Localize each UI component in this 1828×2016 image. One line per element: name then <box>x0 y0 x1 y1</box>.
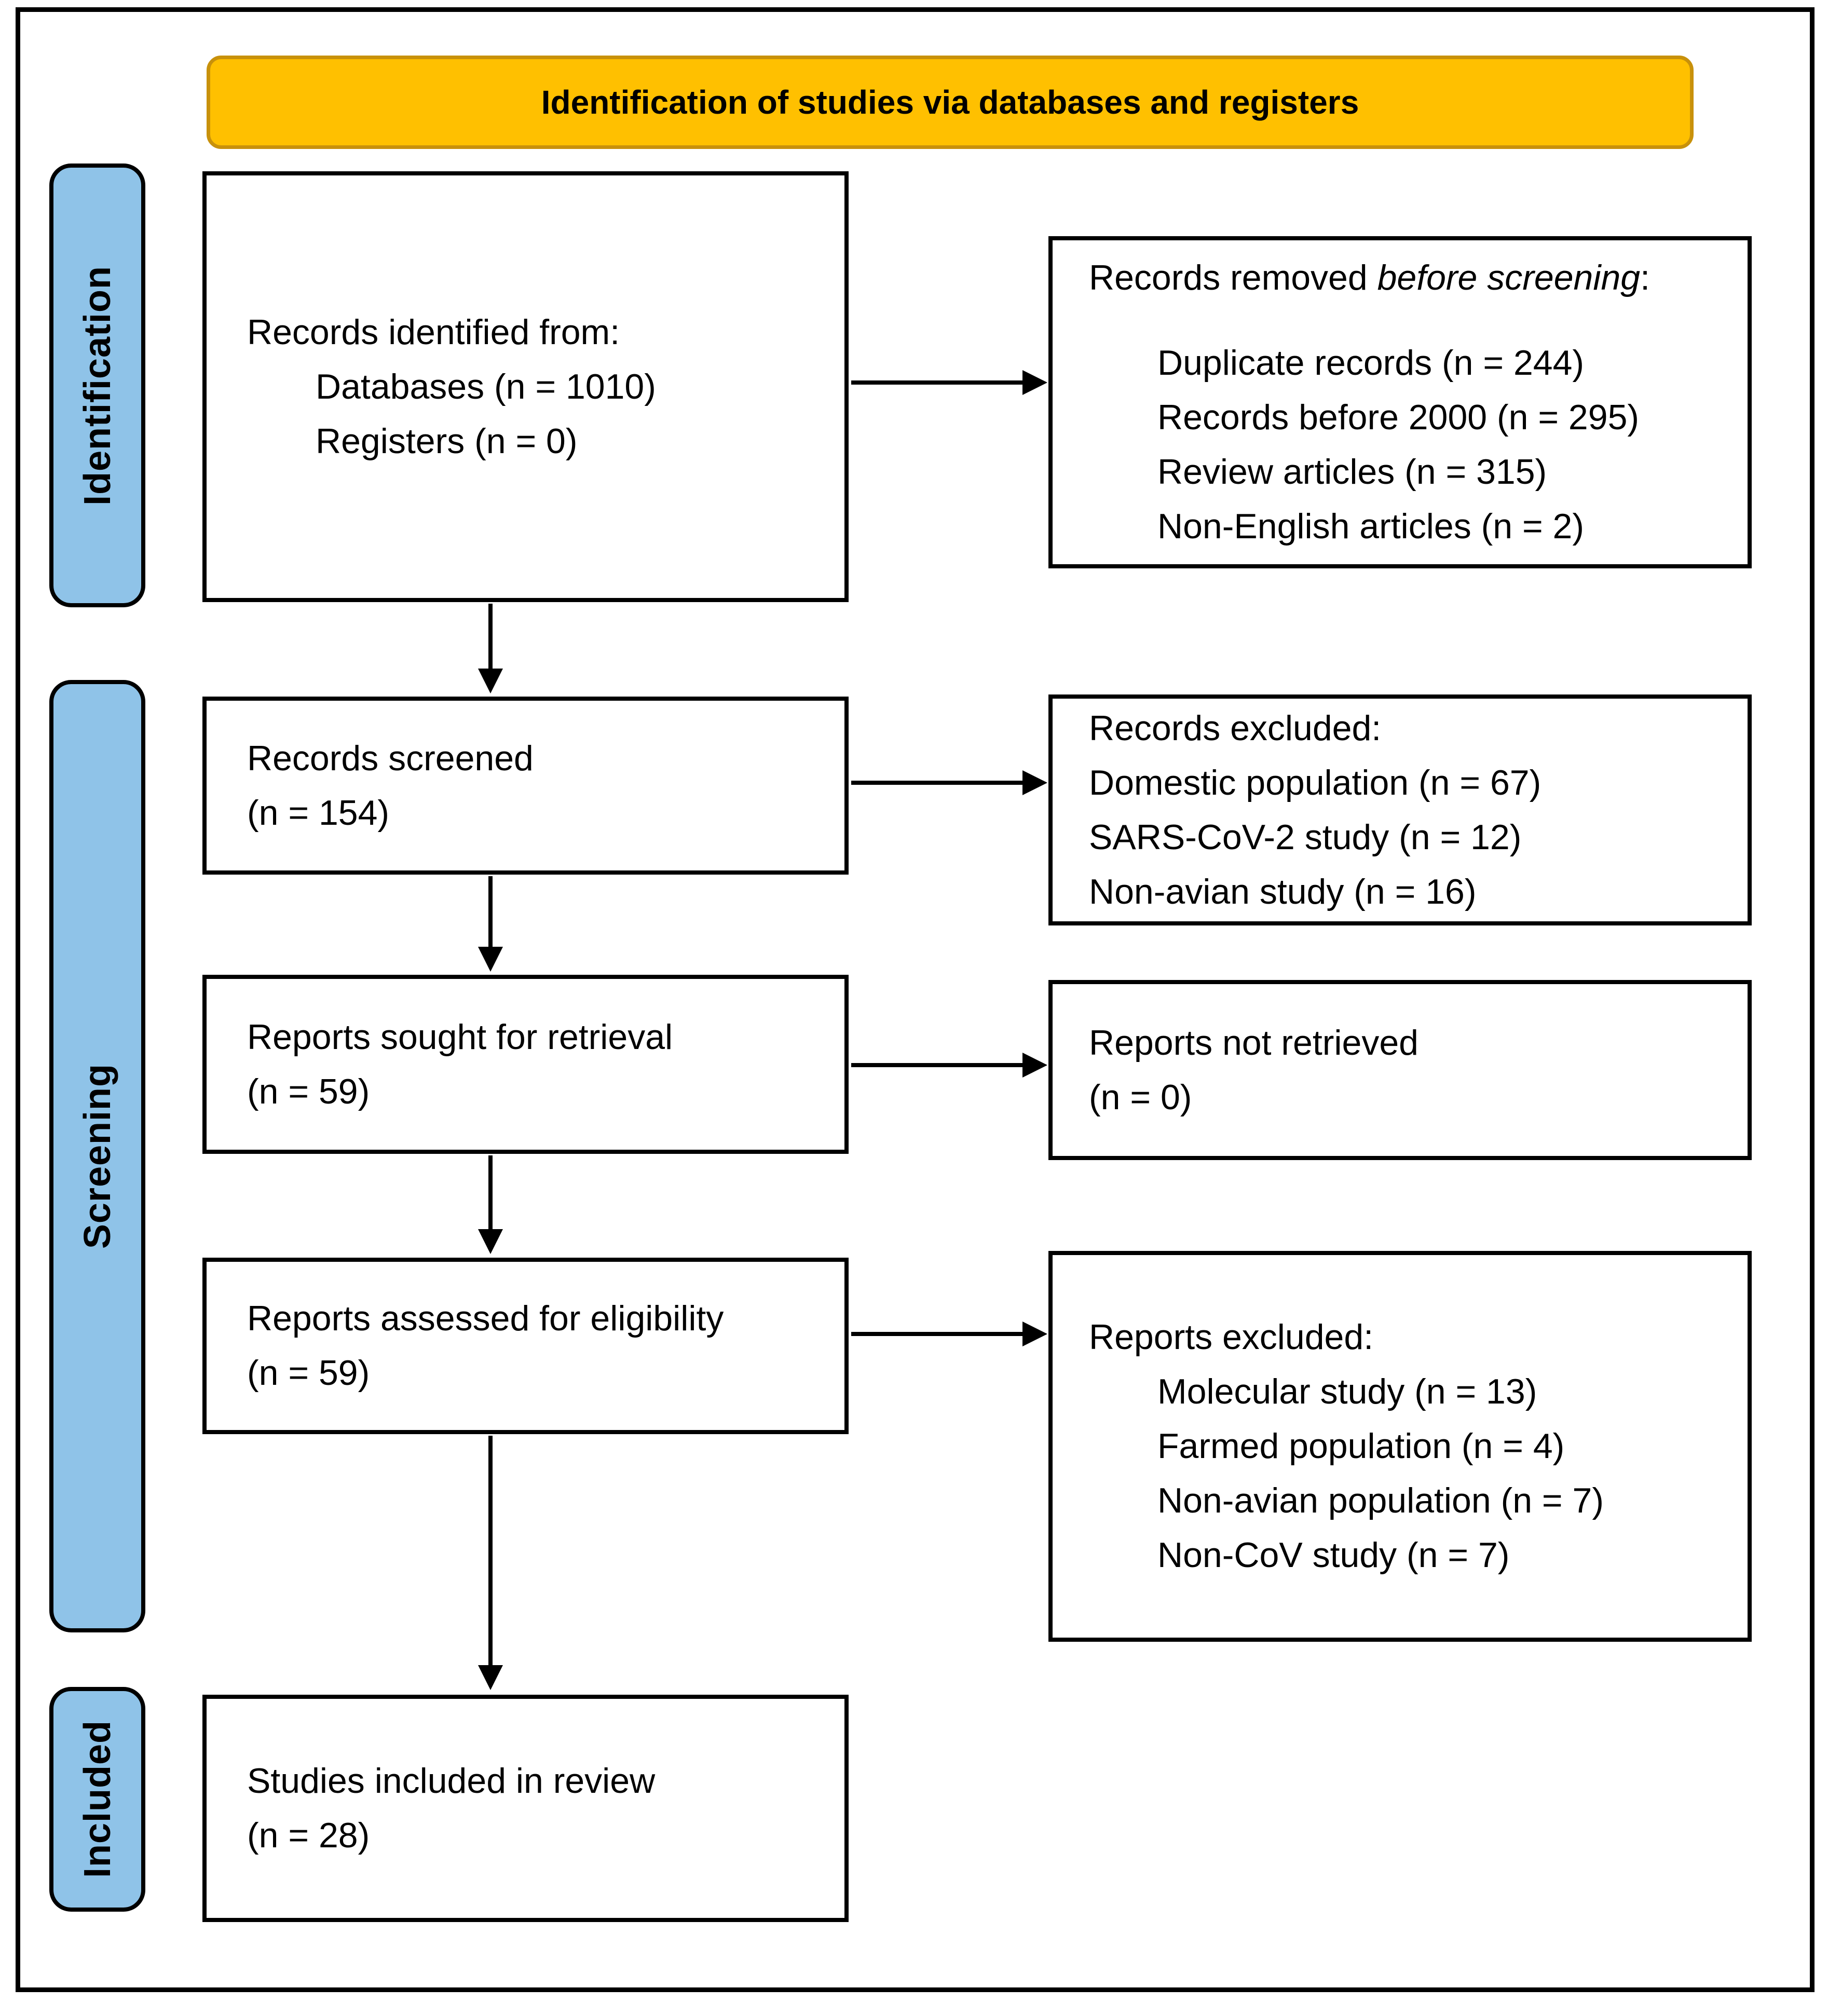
box-records-removed: Records removed before screening: Duplic… <box>1048 236 1752 568</box>
records-removed-item: Records before 2000 (n = 295) <box>1157 398 1640 437</box>
stage-screening-text: Screening <box>76 1063 118 1249</box>
records-excluded-item: Non-avian study (n = 16) <box>1089 871 1477 911</box>
reports-excluded-item: Non-CoV study (n = 7) <box>1157 1535 1510 1575</box>
stage-label-identification: Identification <box>49 164 145 607</box>
stage-included-text: Included <box>76 1720 118 1878</box>
records-excluded-item: Domestic population (n = 67) <box>1089 762 1541 802</box>
reports-sought-line1: Reports sought for retrieval <box>247 1017 673 1057</box>
page-title: Identification of studies via databases … <box>541 84 1359 121</box>
box-records-excluded: Records excluded: Domestic population (n… <box>1048 694 1752 925</box>
title-banner: Identification of studies via databases … <box>207 56 1694 149</box>
records-removed-item: Review articles (n = 315) <box>1157 452 1547 492</box>
reports-excluded-header: Reports excluded: <box>1089 1317 1374 1357</box>
reports-excluded-item: Non-avian population (n = 7) <box>1157 1481 1604 1520</box>
box-records-screened: Records screened (n = 154) <box>202 697 849 875</box>
box-studies-included: Studies included in review (n = 28) <box>202 1695 849 1922</box>
blank-line <box>1089 305 1732 336</box>
reports-excluded-item: Farmed population (n = 4) <box>1157 1426 1565 1466</box>
box-reports-excluded: Reports excluded: Molecular study (n = 1… <box>1048 1251 1752 1642</box>
studies-included-line1: Studies included in review <box>247 1761 656 1801</box>
records-screened-line1: Records screened <box>247 738 534 778</box>
records-excluded-item: SARS-CoV-2 study (n = 12) <box>1089 817 1522 857</box>
records-removed-header: Records removed before screening: <box>1089 258 1650 297</box>
records-removed-item: Non-English articles (n = 2) <box>1157 507 1585 546</box>
stage-label-screening: Screening <box>49 680 145 1632</box>
records-screened-line2: (n = 154) <box>247 793 390 833</box>
records-excluded-header: Records excluded: <box>1089 708 1382 748</box>
records-identified-item: Registers (n = 0) <box>316 421 578 461</box>
box-records-identified: Records identified from: Databases (n = … <box>202 171 849 602</box>
records-removed-item: Duplicate records (n = 244) <box>1157 343 1585 383</box>
reports-not-retrieved-line1: Reports not retrieved <box>1089 1023 1418 1063</box>
page-frame <box>16 7 1815 1992</box>
studies-included-line2: (n = 28) <box>247 1816 370 1855</box>
stage-label-included: Included <box>49 1687 145 1912</box>
stage-identification-text: Identification <box>76 265 118 506</box>
box-reports-sought: Reports sought for retrieval (n = 59) <box>202 975 849 1154</box>
box-reports-assessed: Reports assessed for eligibility (n = 59… <box>202 1258 849 1434</box>
reports-assessed-line1: Reports assessed for eligibility <box>247 1299 724 1338</box>
records-identified-item: Databases (n = 1010) <box>316 366 656 406</box>
box-reports-not-retrieved: Reports not retrieved (n = 0) <box>1048 980 1752 1160</box>
records-removed-italic: before screening <box>1377 258 1641 297</box>
records-identified-header: Records identified from: <box>247 312 620 352</box>
reports-sought-line2: (n = 59) <box>247 1071 370 1111</box>
reports-assessed-line2: (n = 59) <box>247 1353 370 1393</box>
reports-excluded-item: Molecular study (n = 13) <box>1157 1372 1537 1411</box>
reports-not-retrieved-line2: (n = 0) <box>1089 1077 1192 1117</box>
